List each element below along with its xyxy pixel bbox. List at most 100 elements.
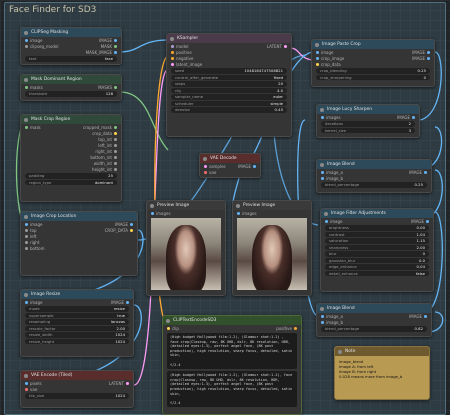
- output-pin-icon[interactable]: [114, 155, 117, 159]
- prompt-textarea-2[interactable]: (High budget Hollywood film:1.2), (Glamo…: [167, 371, 297, 408]
- output-pin-icon[interactable]: [284, 44, 287, 48]
- node-header[interactable]: Preview Image: [233, 201, 311, 210]
- note-text[interactable]: image_blend Image A: from left Image B: …: [339, 359, 403, 379]
- output-pin-icon[interactable]: [114, 143, 117, 147]
- node-preview-image-2[interactable]: Preview Image images: [232, 200, 312, 296]
- input-pin-icon[interactable]: [25, 240, 28, 244]
- output-pin-icon[interactable]: [426, 219, 429, 223]
- node-header[interactable]: CLIPSeg Masking: [21, 28, 121, 37]
- output-pin-icon[interactable]: [114, 131, 117, 135]
- collapse-dot-icon[interactable]: [203, 156, 207, 161]
- input-pin-icon[interactable]: [25, 246, 28, 250]
- preview-image-portrait[interactable]: [237, 218, 307, 290]
- node-header[interactable]: Mask Dominant Region: [21, 75, 121, 84]
- node-header[interactable]: KSampler: [167, 34, 291, 43]
- collapse-dot-icon[interactable]: [24, 292, 28, 297]
- input-pin-icon[interactable]: [321, 176, 324, 180]
- input-pin-icon[interactable]: [151, 211, 154, 215]
- output-pin-icon[interactable]: [427, 56, 430, 60]
- prompt-textarea-1[interactable]: (High budget Hollywood film:1.2), (Glamo…: [167, 333, 297, 370]
- input-pin-icon[interactable]: [25, 228, 28, 232]
- collapse-dot-icon[interactable]: [24, 373, 28, 378]
- node-header[interactable]: Image Resize: [21, 290, 133, 299]
- collapse-dot-icon[interactable]: [236, 203, 240, 208]
- output-pin-icon[interactable]: [114, 38, 117, 42]
- node-header[interactable]: VAE Decode: [200, 154, 260, 163]
- input-pin-icon[interactable]: [321, 170, 324, 174]
- output-pin-icon[interactable]: [114, 167, 117, 171]
- collapse-dot-icon[interactable]: [320, 162, 324, 167]
- collapse-dot-icon[interactable]: [320, 306, 324, 311]
- node-header[interactable]: Image Paste Crop: [312, 40, 434, 49]
- collapse-dot-icon[interactable]: [150, 203, 154, 208]
- node-header[interactable]: Image Blend: [317, 304, 431, 313]
- group-title[interactable]: Face Finder for SD3: [9, 5, 97, 15]
- collapse-dot-icon[interactable]: [338, 349, 342, 354]
- input-pin-icon[interactable]: [204, 164, 207, 168]
- node-note[interactable]: Note image_blend Image A: from left Imag…: [334, 346, 430, 400]
- input-pin-icon[interactable]: [171, 44, 174, 48]
- node-preview-image-1[interactable]: Preview Image images: [146, 200, 226, 296]
- output-pin-icon[interactable]: [253, 164, 256, 168]
- collapse-dot-icon[interactable]: [320, 107, 324, 112]
- collapse-dot-icon[interactable]: [170, 36, 174, 41]
- input-pin-icon[interactable]: [167, 326, 170, 330]
- node-header[interactable]: Image Filter Adjustments: [321, 209, 433, 218]
- input-pin-icon[interactable]: [25, 300, 28, 304]
- input-pin-icon[interactable]: [204, 170, 207, 174]
- output-pin-icon[interactable]: [114, 161, 117, 165]
- input-pin-icon[interactable]: [25, 387, 28, 391]
- input-pin-icon[interactable]: [25, 44, 28, 48]
- input-pin-icon[interactable]: [25, 85, 28, 89]
- output-pin-icon[interactable]: [130, 222, 133, 226]
- output-pin-icon[interactable]: [126, 381, 129, 385]
- node-header[interactable]: CLIPTextEncodeSD3: [163, 316, 301, 325]
- input-pin-icon[interactable]: [321, 314, 324, 318]
- input-pin-icon[interactable]: [25, 234, 28, 238]
- output-pin-icon[interactable]: [114, 125, 117, 129]
- collapse-dot-icon[interactable]: [24, 77, 28, 82]
- collapse-dot-icon[interactable]: [24, 30, 28, 35]
- input-pin-icon[interactable]: [321, 320, 324, 324]
- output-pin-icon[interactable]: [130, 228, 133, 232]
- input-pin-icon[interactable]: [25, 125, 28, 129]
- output-pin-icon[interactable]: [114, 137, 117, 141]
- collapse-dot-icon[interactable]: [24, 214, 28, 219]
- input-pin-icon[interactable]: [316, 56, 319, 60]
